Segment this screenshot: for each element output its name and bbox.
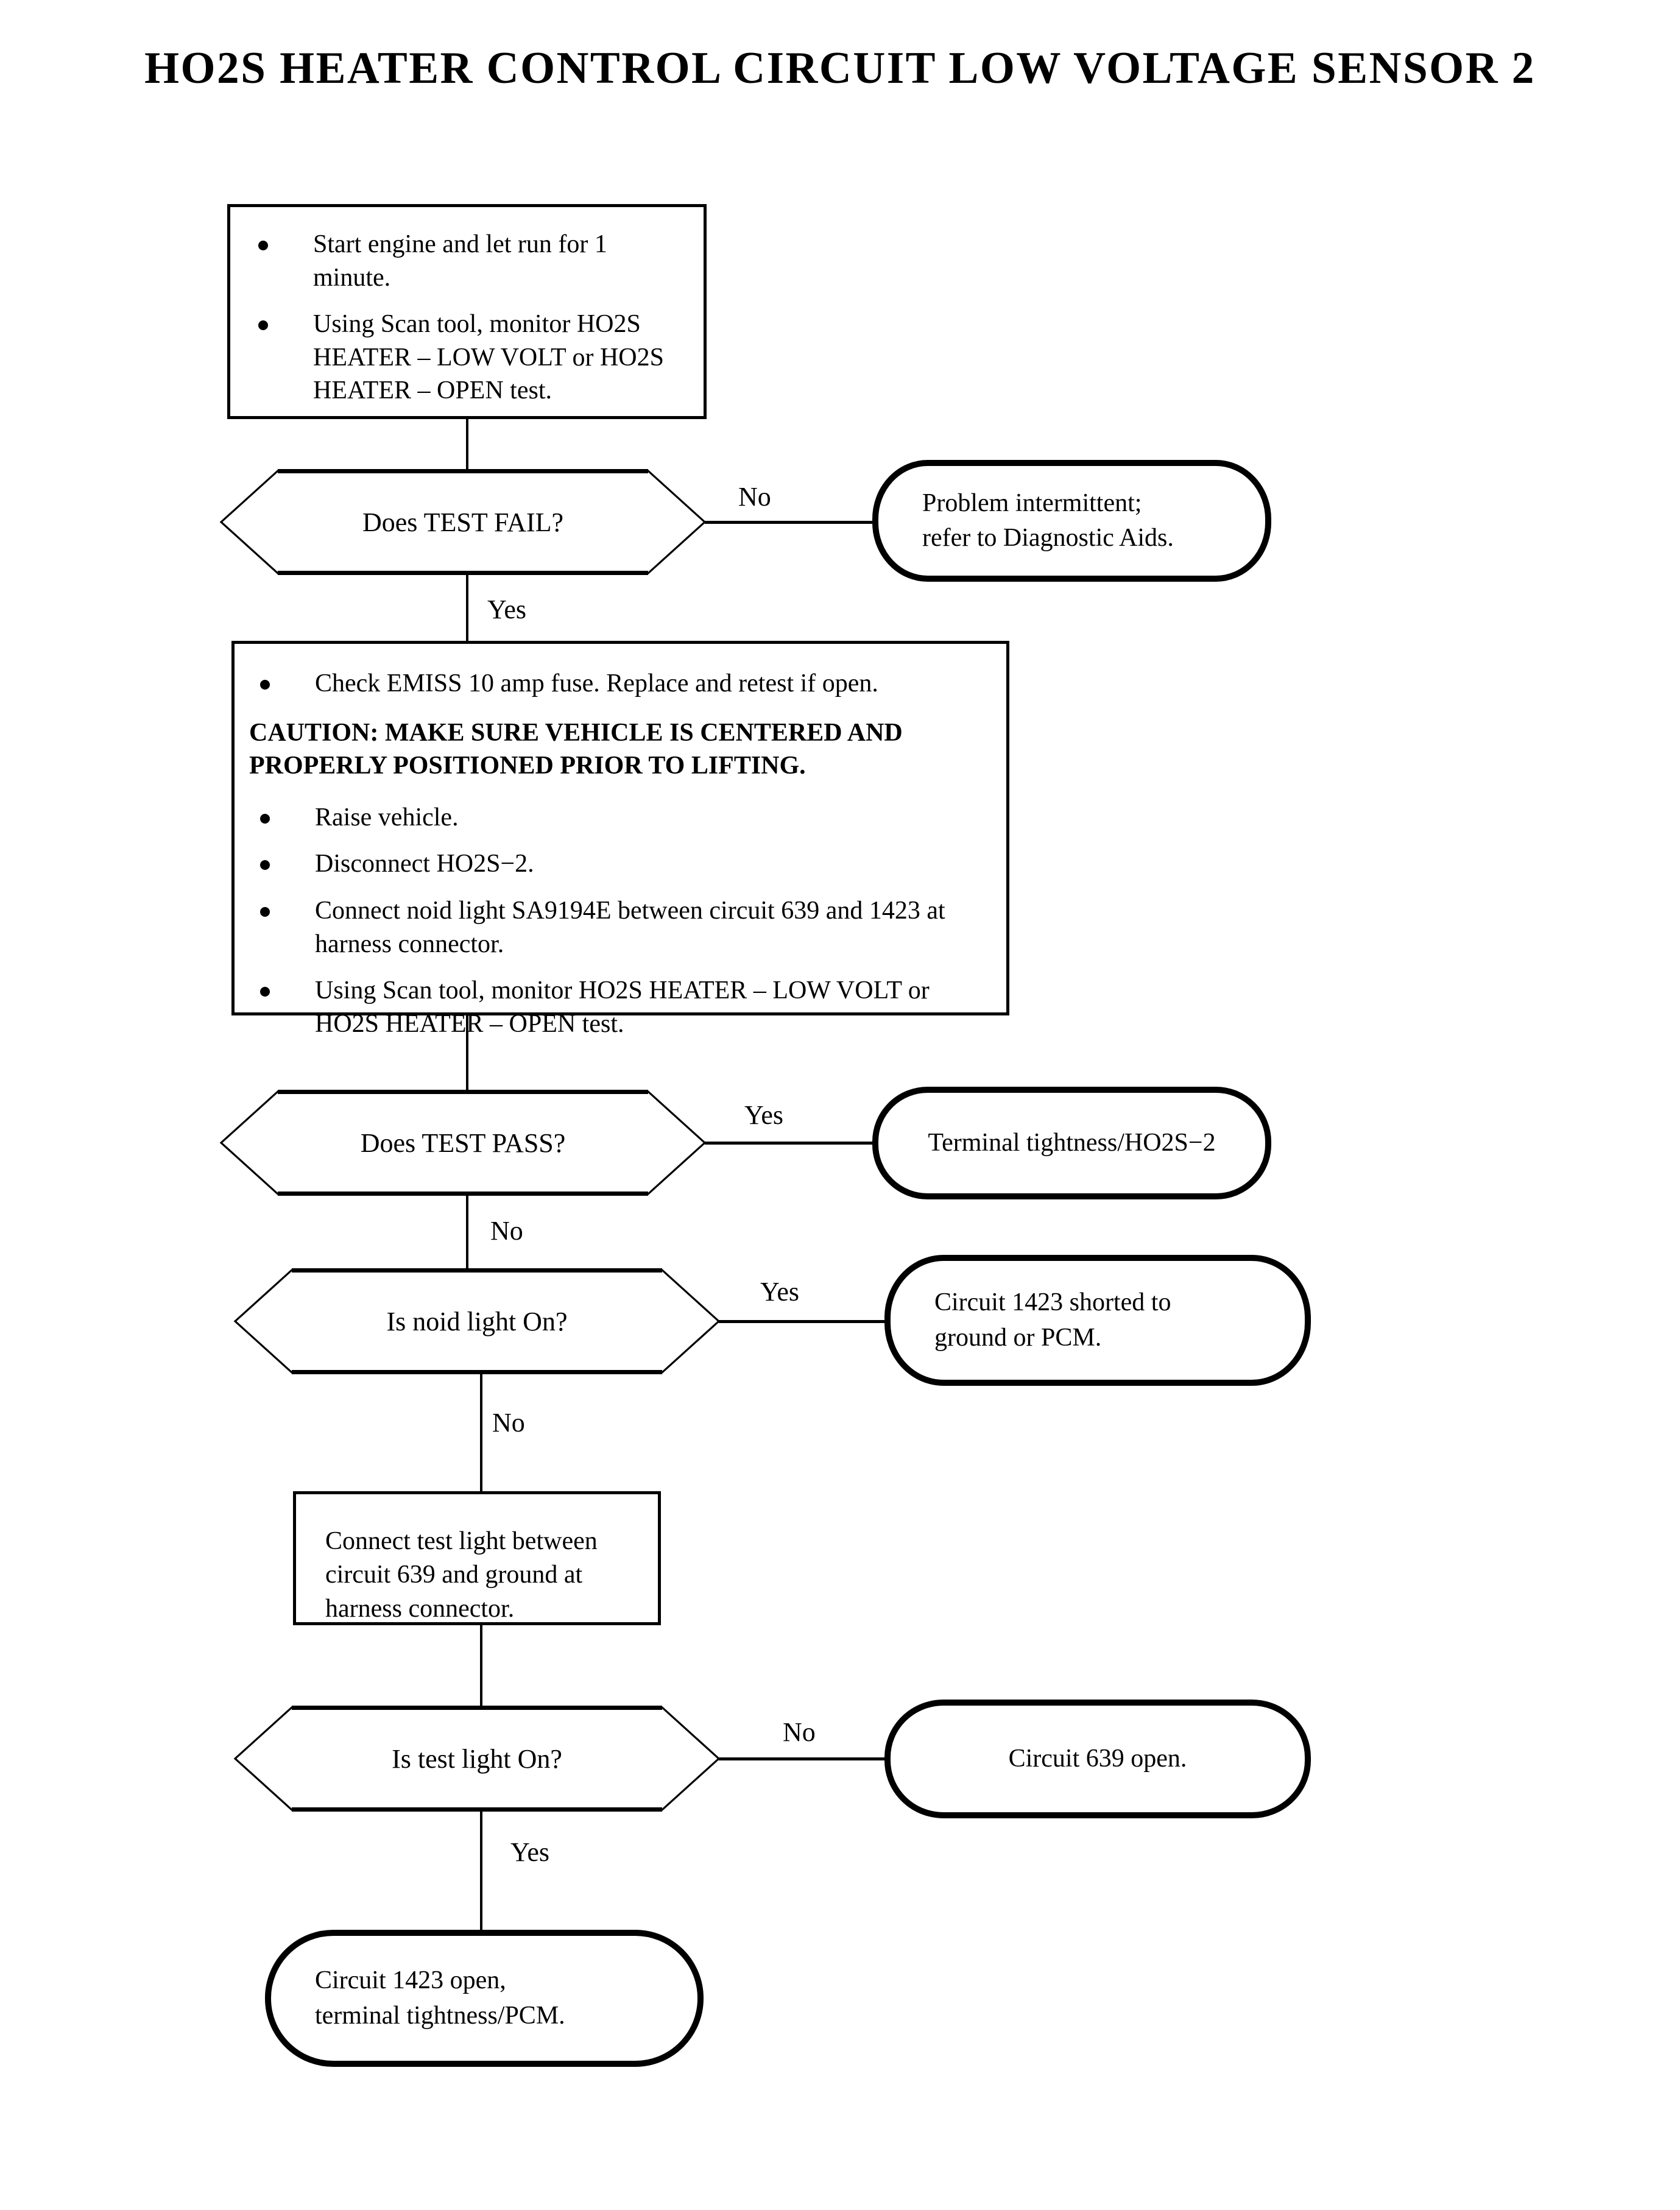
bullet-dot-icon — [260, 680, 270, 690]
branch-label-decision3-yes: Yes — [760, 1277, 800, 1307]
list-item-label: Using Scan tool, monitor HO2S HEATER – L… — [315, 976, 930, 1038]
step-1-bullet-list: Start engine and let run for 1 minute. U… — [247, 228, 682, 408]
rounded-rect-shape-icon — [884, 1255, 1311, 1386]
terminator-line: Terminal tightness/HO2S−2 — [928, 1128, 1216, 1157]
step-3-text: Connect test light between circuit 639 a… — [325, 1527, 598, 1623]
connector-decision4-no — [719, 1757, 886, 1760]
terminator-line: Problem intermittent; — [922, 489, 1142, 517]
terminator-label: Terminal tightness/HO2S−2 — [872, 1087, 1271, 1199]
terminator-line: ground or PCM. — [934, 1323, 1102, 1352]
list-item: Connect noid light SA9194E between circu… — [249, 894, 988, 961]
list-item-label: Connect noid light SA9194E between circu… — [315, 896, 945, 958]
bullet-dot-icon — [260, 860, 270, 870]
connector-decision1-yes — [466, 574, 468, 642]
page-title: HO2S HEATER CONTROL CIRCUIT LOW VOLTAGE … — [144, 43, 1536, 93]
caution-notice: CAUTION: MAKE SURE VEHICLE IS CENTERED A… — [249, 718, 903, 780]
terminator-terminal-tightness-ho2s2: Terminal tightness/HO2S−2 — [872, 1087, 1271, 1199]
step-2-bullet-list-top: Check EMISS 10 amp fuse. Replace and ret… — [249, 667, 988, 701]
list-item: Raise vehicle. — [249, 801, 988, 835]
branch-label-decision2-no: No — [490, 1216, 523, 1246]
step-2-bullet-list-rest: Raise vehicle. Disconnect HO2S−2. Connec… — [249, 801, 988, 1041]
branch-label-decision1-yes: Yes — [487, 595, 527, 624]
bullet-dot-icon — [258, 241, 268, 250]
connector-decision3-no — [480, 1374, 482, 1491]
bullet-dot-icon — [258, 320, 268, 331]
process-step-1: Start engine and let run for 1 minute. U… — [227, 204, 707, 419]
decision-label: Does TEST PASS? — [360, 1128, 566, 1158]
hexagon-shape-icon — [219, 469, 707, 575]
decision-label: Does TEST FAIL? — [362, 507, 563, 537]
terminator-circuit-1423-open: Circuit 1423 open, terminal tightness/PC… — [265, 1930, 704, 2067]
bullet-dot-icon — [260, 987, 270, 997]
terminator-label: Circuit 1423 open, terminal tightness/PC… — [265, 1930, 704, 2067]
stadium-shape-icon — [265, 1930, 704, 2067]
process-step-2: Check EMISS 10 amp fuse. Replace and ret… — [231, 641, 1009, 1038]
decision-does-test-pass: Does TEST PASS? — [219, 1090, 707, 1196]
list-item-label: Raise vehicle. — [315, 803, 459, 831]
terminator-line: Circuit 1423 open, — [315, 1966, 506, 1995]
rounded-rect-shape-icon — [884, 1700, 1311, 1818]
bullet-dot-icon — [260, 813, 270, 824]
decision-label: Is noid light On? — [386, 1306, 568, 1336]
connector-step1-to-decision1 — [466, 419, 468, 470]
hexagon-shape-icon — [233, 1268, 721, 1374]
bullet-dot-icon — [260, 906, 270, 917]
list-item-label: Disconnect HO2S−2. — [315, 850, 534, 878]
terminator-label: Circuit 639 open. — [884, 1700, 1311, 1818]
connector-step2-to-decision2 — [466, 1015, 468, 1090]
process-step-3: Connect test light between circuit 639 a… — [293, 1491, 661, 1625]
branch-label-decision4-no: No — [783, 1717, 816, 1747]
terminator-problem-intermittent: Problem intermittent; refer to Diagnosti… — [872, 460, 1271, 582]
terminator-line: terminal tightness/PCM. — [315, 2001, 565, 2030]
list-item: Disconnect HO2S−2. — [249, 847, 988, 881]
decision-label: Is test light On? — [392, 1743, 562, 1774]
connector-decision4-yes — [480, 1812, 482, 1930]
rounded-rect-shape-icon — [872, 1087, 1271, 1199]
branch-label-decision2-yes: Yes — [744, 1100, 784, 1130]
list-item-label: Start engine and let run for 1 minute. — [313, 230, 607, 292]
terminator-label: Problem intermittent; refer to Diagnosti… — [872, 460, 1271, 582]
hexagon-shape-icon — [219, 1090, 707, 1196]
terminator-line: refer to Diagnostic Aids. — [922, 524, 1174, 552]
terminator-line: Circuit 1423 shorted to — [934, 1288, 1171, 1317]
list-item: Using Scan tool, monitor HO2S HEATER – L… — [249, 974, 988, 1040]
connector-step3-to-decision4 — [480, 1625, 482, 1706]
terminator-circuit-639-open: Circuit 639 open. — [884, 1700, 1311, 1818]
terminator-label: Circuit 1423 shorted to ground or PCM. — [884, 1255, 1311, 1386]
connector-decision3-yes — [719, 1320, 886, 1323]
rounded-rect-shape-icon — [872, 460, 1271, 582]
decision-is-noid-light-on: Is noid light On? — [233, 1268, 721, 1374]
branch-label-decision4-yes: Yes — [510, 1837, 550, 1867]
decision-does-test-fail: Does TEST FAIL? — [219, 469, 707, 575]
list-item: Check EMISS 10 amp fuse. Replace and ret… — [249, 667, 988, 701]
list-item: Using Scan tool, monitor HO2S HEATER – L… — [247, 308, 682, 408]
connector-decision1-no — [705, 521, 874, 524]
branch-label-decision3-no: No — [492, 1408, 525, 1438]
connector-decision2-yes — [705, 1142, 874, 1145]
list-item-label: Using Scan tool, monitor HO2S HEATER – L… — [313, 310, 664, 405]
connector-decision2-no — [466, 1196, 468, 1268]
hexagon-shape-icon — [233, 1706, 721, 1812]
terminator-line: Circuit 639 open. — [1008, 1744, 1187, 1773]
decision-is-test-light-on: Is test light On? — [233, 1706, 721, 1812]
branch-label-decision1-no: No — [738, 482, 771, 512]
terminator-circuit-1423-shorted: Circuit 1423 shorted to ground or PCM. — [884, 1255, 1311, 1386]
list-item: Start engine and let run for 1 minute. — [247, 228, 682, 294]
list-item-label: Check EMISS 10 amp fuse. Replace and ret… — [315, 669, 878, 697]
